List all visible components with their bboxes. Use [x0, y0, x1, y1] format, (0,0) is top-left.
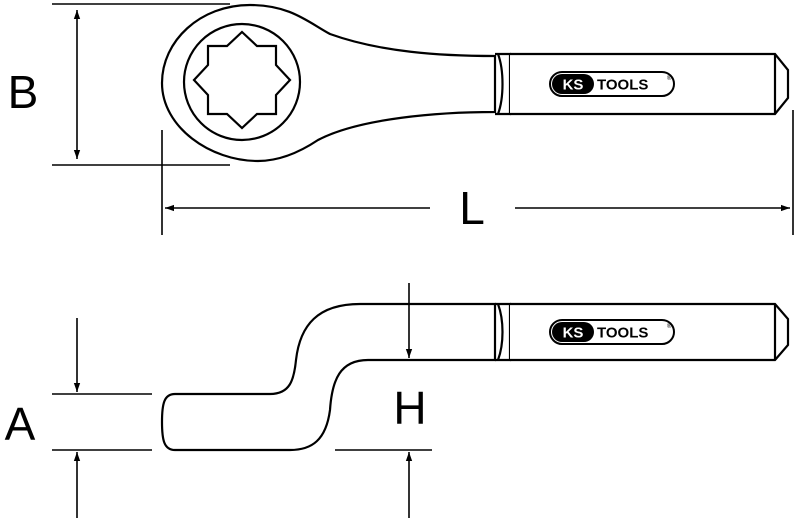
logo-ks-text: KS — [563, 77, 584, 94]
collar-curve-side — [496, 303, 504, 361]
logo-tools-text: TOOLS — [597, 77, 648, 94]
side-view — [160, 302, 790, 452]
top-view — [160, 3, 790, 163]
dimension-l — [161, 110, 794, 235]
collar-curve-top — [496, 53, 504, 115]
dimension-a-label: A — [5, 398, 36, 450]
logo-ks-text: KS — [563, 325, 584, 342]
ring-inner-circle — [182, 22, 302, 142]
dimension-h-label: H — [393, 382, 426, 434]
dimension-h — [335, 283, 432, 518]
brand-logo-side: KS TOOLS ® — [549, 319, 675, 345]
wrench-side-outline — [160, 302, 497, 452]
logo-tools-text: TOOLS — [597, 325, 648, 342]
dimension-b — [52, 3, 230, 166]
dimension-l-label: L — [459, 182, 485, 234]
logo-registered-mark: ® — [667, 75, 672, 82]
brand-logo-top: KS TOOLS ® — [549, 71, 675, 97]
dimension-a — [52, 318, 152, 518]
dimension-b-label: B — [8, 66, 39, 118]
bi-hex-opening — [192, 30, 292, 130]
logo-registered-mark: ® — [667, 323, 672, 330]
